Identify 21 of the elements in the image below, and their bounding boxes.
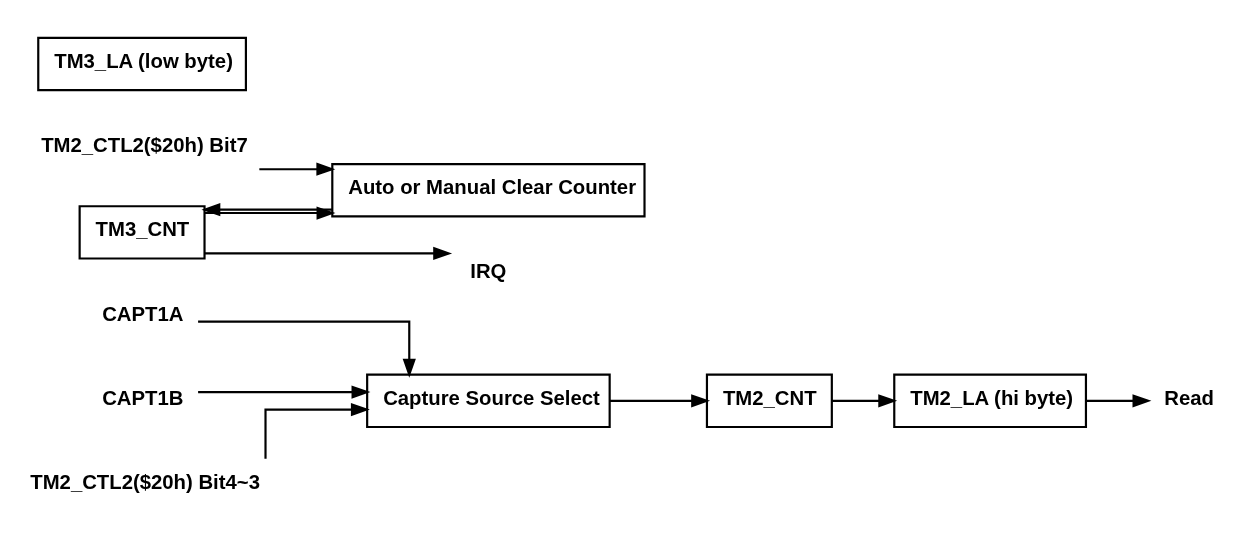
node-text: TM2_CTL2($20h) Bit4~3 bbox=[30, 470, 260, 493]
node-box: TM2_LA (hi byte) bbox=[893, 373, 1088, 429]
node-box: TM2_CNT bbox=[705, 373, 833, 429]
arrow bbox=[259, 162, 336, 176]
node-text: IRQ bbox=[470, 260, 507, 283]
node-text: CAPT1B bbox=[102, 386, 184, 409]
node-text: Read bbox=[1164, 386, 1215, 409]
arrow bbox=[1086, 394, 1152, 408]
arrow bbox=[198, 320, 416, 378]
node-box: Auto or Manual Clear Counter bbox=[331, 163, 646, 218]
arrow bbox=[198, 385, 371, 399]
arrow bbox=[832, 394, 898, 408]
arrow bbox=[201, 203, 332, 217]
node-box: TM3_LA (low byte) bbox=[37, 36, 247, 92]
node-box: TM3_CNT bbox=[78, 205, 206, 260]
node-text: CAPT1A bbox=[102, 302, 184, 325]
node-box: Capture Source Select bbox=[366, 373, 611, 429]
arrow bbox=[204, 246, 453, 261]
arrow bbox=[264, 402, 370, 459]
arrow bbox=[610, 394, 711, 408]
node-text: TM2_CTL2($20h) Bit7 bbox=[41, 134, 248, 157]
